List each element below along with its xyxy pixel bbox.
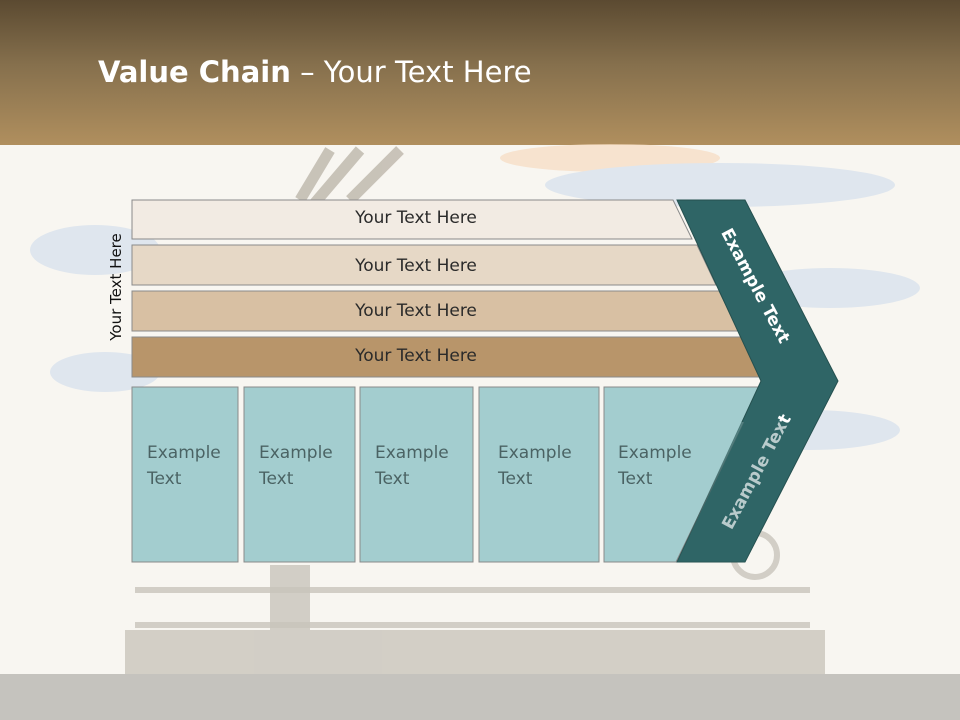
- boxes-reflection: [0, 422, 960, 562]
- title-bold: Value Chain: [98, 55, 291, 89]
- slide-title[interactable]: Value Chain – Your Text Here: [98, 55, 532, 89]
- vertical-axis-label: Your Text Here: [107, 233, 125, 341]
- reflection-box-1: [131, 422, 239, 562]
- reflection-box-4: [478, 422, 600, 562]
- box-label-4-line2: Text: [498, 469, 532, 489]
- box-label-5-line1: Example: [618, 443, 692, 463]
- ground-strip: [0, 674, 960, 720]
- bar-shape-1[interactable]: [131, 199, 693, 240]
- box-label-2-line2: Text: [259, 469, 293, 489]
- box-shape-2[interactable]: [243, 386, 356, 563]
- reflection-box-3: [359, 422, 474, 562]
- box-shape-4[interactable]: [478, 386, 600, 563]
- bar-label-1: Your Text Here: [355, 208, 477, 228]
- box-label-4-line1: Example: [498, 443, 572, 463]
- chevron-shape[interactable]: [676, 199, 839, 563]
- header-band: Value Chain – Your Text Here: [0, 0, 960, 145]
- reflection-box-5: [603, 422, 762, 562]
- box-label-1-line1: Example: [147, 443, 221, 463]
- box-label-3-line2: Text: [375, 469, 409, 489]
- box-label-2-line1: Example: [259, 443, 333, 463]
- box-label-1-line2: Text: [147, 469, 181, 489]
- reflection-chevron: [677, 422, 830, 562]
- box-shape-3[interactable]: [359, 386, 474, 563]
- title-rest: – Your Text Here: [290, 55, 532, 89]
- box-label-3-line1: Example: [375, 443, 449, 463]
- bar-label-2: Your Text Here: [355, 256, 477, 276]
- box-shape-1[interactable]: [131, 386, 239, 563]
- box-label-5-line2: Text: [618, 469, 652, 489]
- bar-label-3: Your Text Here: [355, 301, 477, 321]
- box-shape-5[interactable]: [603, 386, 762, 563]
- reflection-box-2: [243, 422, 356, 562]
- reflection-shapes: [131, 422, 830, 562]
- bar-label-4: Your Text Here: [355, 346, 477, 366]
